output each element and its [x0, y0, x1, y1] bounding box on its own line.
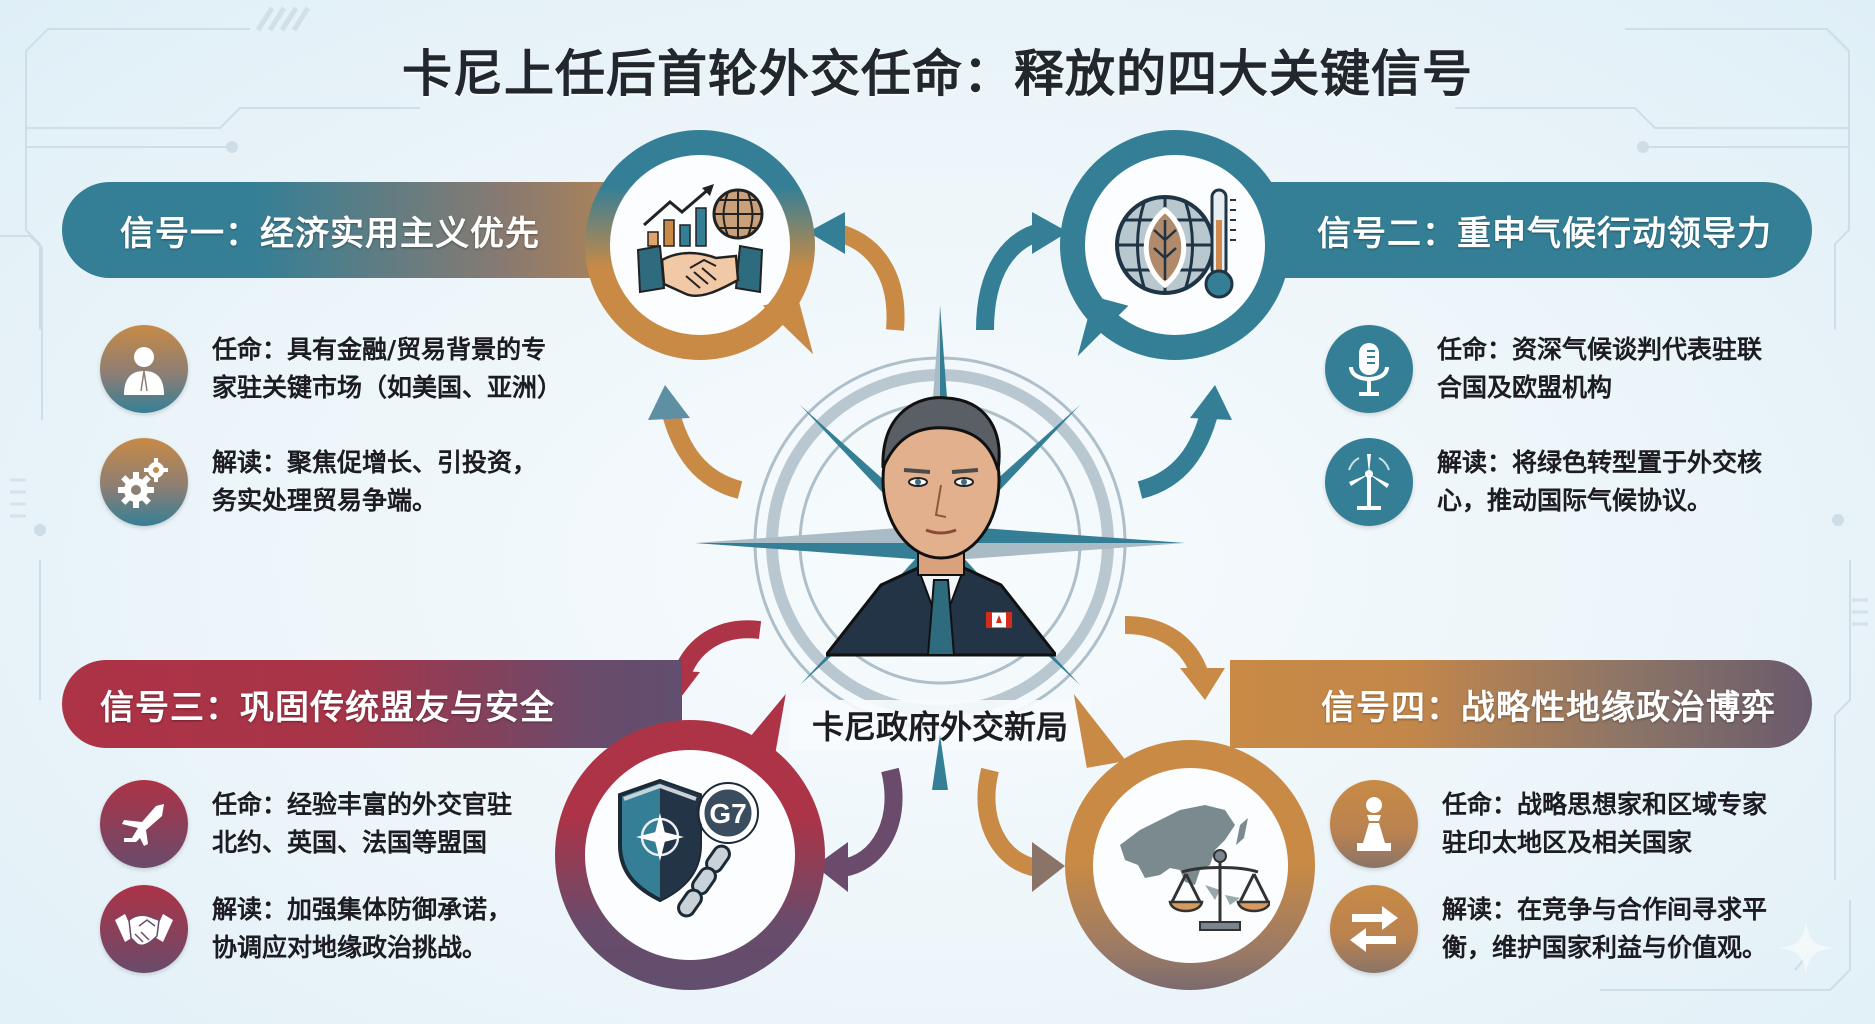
- arrow-signal-2-return-icon: [1137, 385, 1232, 499]
- nato-shield-g7-chain-icon: G7: [618, 778, 759, 918]
- signal-4-banner: 信号四：战略性地缘政治博弈: [1230, 660, 1812, 748]
- signal-2-heading: 信号二：重申气候行动领导力: [1317, 213, 1772, 254]
- sparkle-icon: [1778, 920, 1834, 976]
- page-title: 卡尼上任后首轮外交任命：释放的四大关键信号: [402, 45, 1473, 103]
- signal-1-appointment-line-1: 任命：具有金融/贸易背景的专: [212, 335, 547, 364]
- portrait-carney: [826, 396, 1056, 657]
- signal-3-appointment-line-2: 北约、英国、法国等盟国: [212, 828, 488, 857]
- signal-3-emblem: G7: [555, 720, 825, 990]
- signal-1-item-appointment: 任命：具有金融/贸易背景的专 家驻关键市场（如美国、亚洲）: [100, 325, 562, 413]
- asia-map-scales-icon: [1120, 805, 1270, 931]
- g7-badge-text: G7: [709, 798, 746, 829]
- signal-2-interpretation-line-1: 解读：将绿色转型置于外交核: [1437, 448, 1763, 477]
- signal-3-interpretation-line-1: 解读：加强集体防御承诺，: [212, 895, 513, 924]
- signal-1-item-interpretation: 解读：聚焦促增长、引投资， 务实处理贸易争端。: [100, 438, 537, 526]
- signal-4-interpretation-line-1: 解读：在竞争与合作间寻求平: [1442, 895, 1768, 924]
- signal-2-item-interpretation: 解读：将绿色转型置于外交核 心，推动国际气候协议。: [1325, 438, 1762, 526]
- signal-2-appointment-line-2: 合国及欧盟机构: [1437, 373, 1613, 402]
- signal-1-interpretation-line-2: 务实处理贸易争端。: [212, 486, 438, 515]
- signal-3-heading: 信号三：巩固传统盟友与安全: [100, 687, 555, 728]
- signal-4-item-interpretation: 解读：在竞争与合作间寻求平 衡，维护国家利益与价值观。: [1330, 885, 1767, 973]
- signal-4-appointment-line-2: 驻印太地区及相关国家: [1442, 828, 1693, 857]
- fighter-jet-icon: [122, 804, 164, 846]
- signal-3-appointment-line-1: 任命：经验丰富的外交官驻: [212, 790, 513, 819]
- signal-4-heading: 信号四：战略性地缘政治博弈: [1321, 687, 1776, 728]
- arrow-to-signal-4-icon: [1124, 616, 1225, 700]
- signal-3-item-appointment: 任命：经验丰富的外交官驻 北约、英国、法国等盟国: [100, 780, 512, 868]
- exchange-arrows-icon: [1350, 906, 1398, 952]
- signal-3-banner: 信号三：巩固传统盟友与安全: [62, 660, 682, 748]
- handshake-chart-globe-icon: [636, 183, 764, 297]
- arrow-signal-3-return-icon: [815, 767, 903, 892]
- signal-4-item-appointment: 任命：战略思想家和区域专家 驻印太地区及相关国家: [1330, 780, 1767, 868]
- signal-1-interpretation-line-1: 解读：聚焦促增长、引投资，: [212, 448, 538, 477]
- arrow-to-signal-1-icon: [808, 212, 905, 331]
- signal-2-emblem: [1060, 130, 1290, 360]
- signal-1-appointment-line-2: 家驻关键市场（如美国、亚洲）: [212, 373, 563, 402]
- chess-pawn-icon: [1357, 797, 1391, 851]
- signal-3-interpretation-line-2: 协调应对地缘政治挑战。: [212, 933, 488, 962]
- arrow-signal-1-return-icon: [648, 385, 743, 499]
- arrow-to-signal-2-icon: [976, 212, 1068, 331]
- businessman-icon: [124, 347, 164, 395]
- signal-4-emblem: [1065, 740, 1315, 990]
- signal-2-item-appointment: 任命：资深气候谈判代表驻联 合国及欧盟机构: [1325, 325, 1762, 413]
- microphone-icon: [1349, 343, 1389, 396]
- signal-1-emblem: [585, 130, 815, 360]
- arrow-signal-4-return-icon: [977, 767, 1065, 892]
- globe-leaf-thermometer-icon: [1114, 188, 1236, 299]
- signal-4-interpretation-line-2: 衡，维护国家利益与价值观。: [1442, 933, 1768, 962]
- canada-flag-pin-icon: [985, 611, 1013, 629]
- wind-turbine-icon: [1348, 454, 1390, 510]
- signal-2-interpretation-line-2: 心，推动国际气候协议。: [1437, 486, 1713, 515]
- signal-3-item-interpretation: 解读：加强集体防御承诺， 协调应对地缘政治挑战。: [100, 885, 512, 973]
- handshake-icon: [115, 914, 173, 947]
- signal-2-appointment-line-1: 任命：资深气候谈判代表驻联: [1437, 335, 1763, 364]
- signal-1-heading: 信号一：经济实用主义优先: [120, 213, 540, 254]
- gears-icon: [118, 458, 168, 508]
- signal-4-appointment-line-1: 任命：战略思想家和区域专家: [1442, 790, 1768, 819]
